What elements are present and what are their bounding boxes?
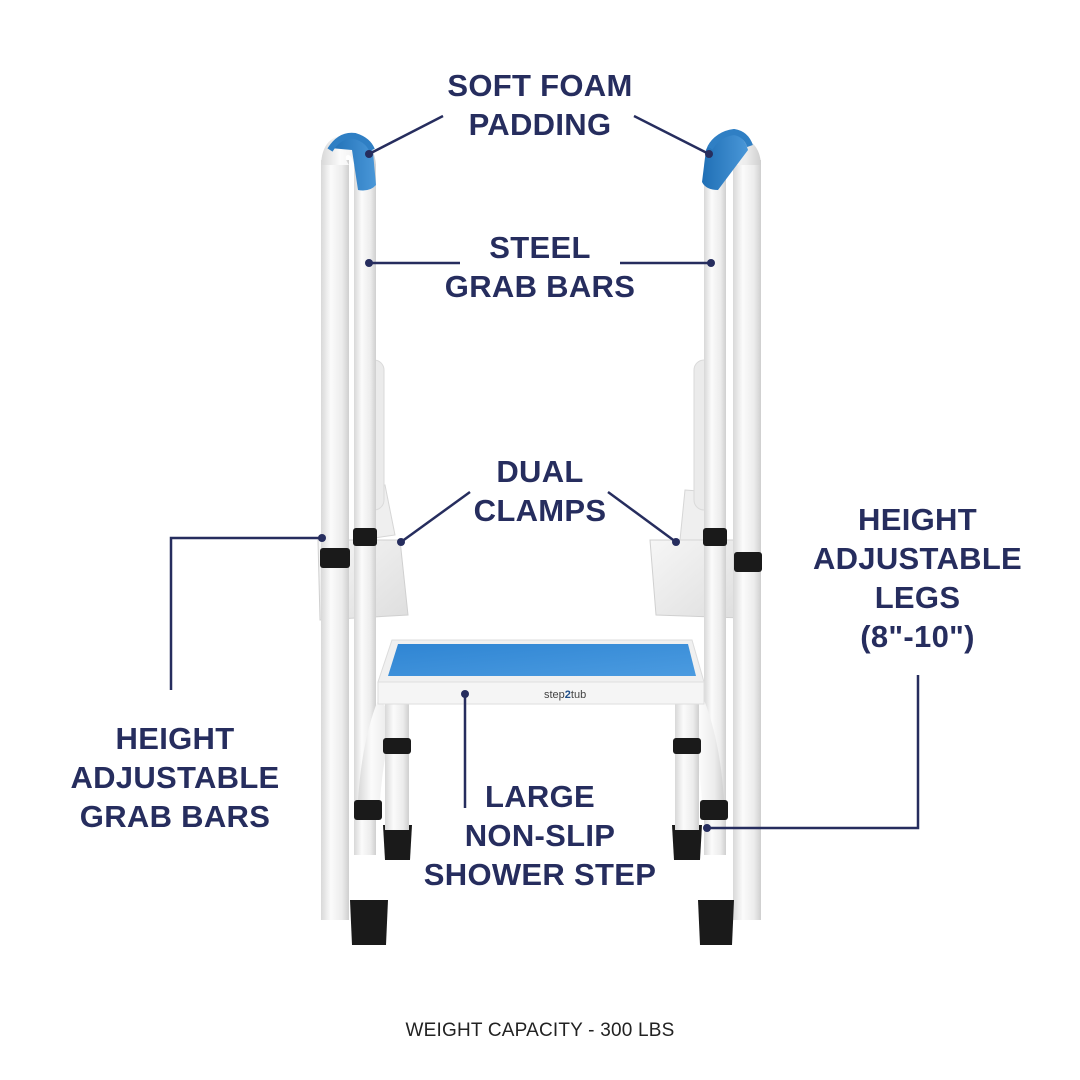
- callout-steel-grab-bars: STEEL GRAB BARS: [444, 230, 636, 304]
- callout-soft-foam-padding: SOFT FOAM PADDING: [447, 68, 633, 142]
- callout-height-adjustable-legs: HEIGHT ADJUSTABLE LEGS (8"-10"): [812, 502, 1023, 654]
- callout-lines: [169, 114, 920, 830]
- callout-dots: [318, 150, 715, 832]
- shower-step-platform: step2tub: [358, 639, 724, 830]
- right-clamp: [649, 359, 743, 619]
- right-grab-bar: [672, 128, 762, 945]
- callout-height-adjustable-grab-bars: HEIGHT ADJUSTABLE GRAB BARS: [70, 721, 280, 834]
- callout-large-non-slip-shower-step: LARGE NON-SLIP SHOWER STEP: [423, 779, 657, 892]
- callout-dual-clamps: DUAL CLAMPS: [473, 454, 607, 528]
- weight-capacity-footer: WEIGHT CAPACITY - 300 LBS: [405, 1020, 675, 1041]
- left-grab-bar: [320, 132, 412, 945]
- brand-mark: step2tub: [544, 689, 586, 701]
